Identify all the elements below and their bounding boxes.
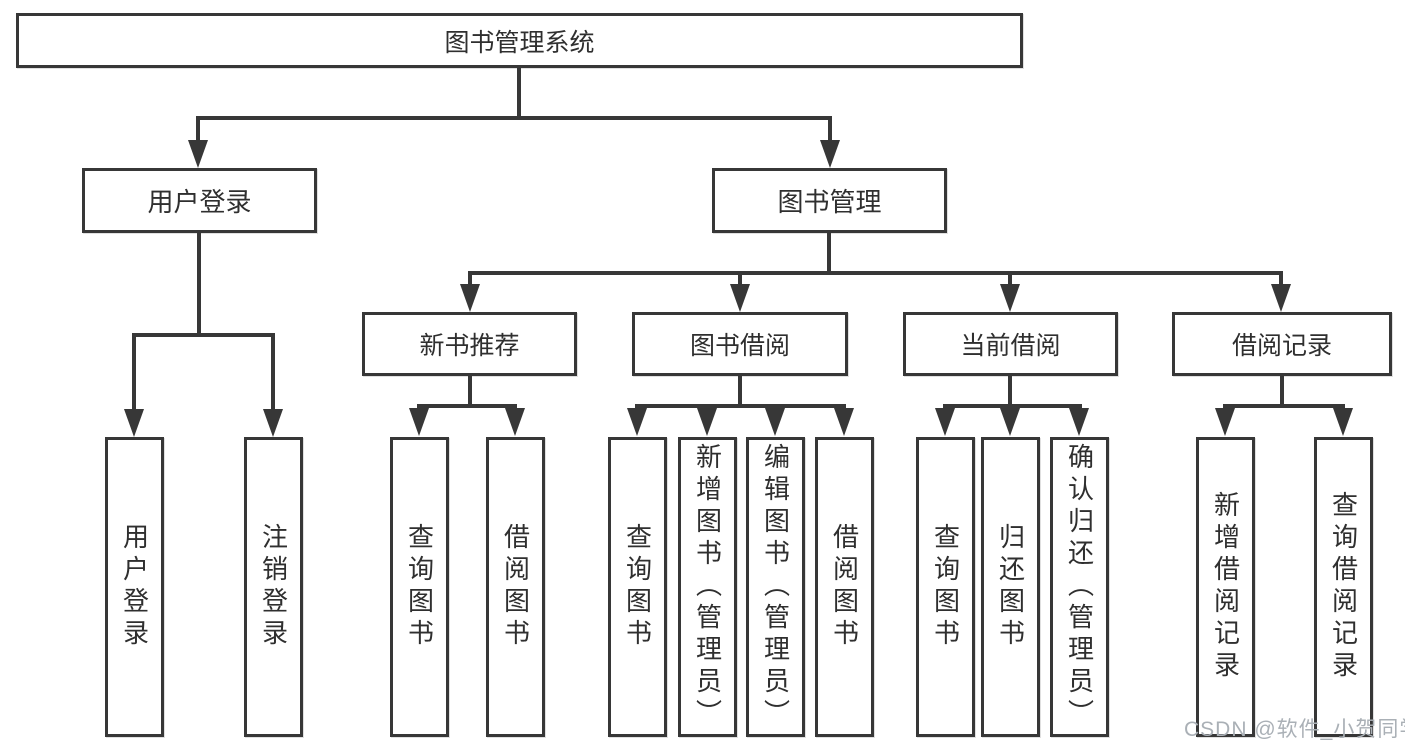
node-label: 图书管理 [777,187,882,217]
connector-arrow [730,284,750,312]
connector-line [943,404,1082,408]
connector-line [132,337,136,411]
node-label: 查询图书 [930,523,961,651]
connector-arrow [1069,408,1089,436]
node-label: 图书借阅 [689,332,790,360]
leaf-add-borrow-record: 新增借阅记录 [1196,437,1255,737]
connector-arrow [1215,408,1235,436]
node-new-book-recommend: 新书推荐 [362,312,577,376]
connector-arrow [935,408,955,436]
leaf-query-books-borrowing: 查询图书 [608,437,667,737]
connector-line [417,404,517,408]
leaf-logout: 注销登录 [244,437,303,737]
connector-line [738,275,742,287]
node-borrowing-records: 借阅记录 [1172,312,1392,376]
connector-line [1279,275,1283,287]
node-label: 用户登录 [147,187,252,217]
connector-arrow [188,140,208,168]
connector-line [196,120,200,144]
node-label: 图书管理系统 [444,28,595,57]
node-label: 查询图书 [622,523,653,651]
connector-line [1008,376,1012,406]
connector-line [197,233,201,337]
leaf-add-book-admin: 新增图书（管理员） [678,437,737,737]
node-label: 借阅图书 [829,523,860,651]
leaf-edit-book-admin: 编辑图书（管理员） [746,437,805,737]
node-label: 新增图书（管理员） [692,443,723,731]
node-label: 编辑图书（管理员） [760,443,791,731]
connector-line [517,68,521,118]
connector-arrow [1271,284,1291,312]
connector-line [132,333,275,337]
connector-arrow [820,140,840,168]
leaf-query-books-current: 查询图书 [916,437,975,737]
connector-arrow [1000,284,1020,312]
leaf-query-books-recommend: 查询图书 [390,437,449,737]
leaf-borrow-books-recommend: 借阅图书 [486,437,545,737]
node-label: 新书推荐 [419,332,520,360]
node-label: 查询借阅记录 [1328,491,1359,683]
leaf-query-borrow-record: 查询借阅记录 [1314,437,1373,737]
node-current-borrowing: 当前借阅 [903,312,1118,376]
connector-line [828,120,832,144]
leaf-borrow-books: 借阅图书 [815,437,874,737]
node-label: 归还图书 [995,523,1026,651]
node-label: 用户登录 [119,523,150,651]
node-book-management: 图书管理 [712,168,947,233]
connector-line [827,233,831,275]
node-label: 借阅图书 [500,523,531,651]
connector-line [1008,275,1012,287]
connector-line [468,376,472,406]
connector-arrow [409,408,429,436]
node-label: 新增借阅记录 [1210,491,1241,683]
node-label: 查询图书 [404,523,435,651]
leaf-confirm-return-admin: 确认归还（管理员） [1050,437,1109,737]
node-label: 注销登录 [258,523,289,651]
leaf-user-login: 用户登录 [105,437,164,737]
connector-arrow [697,408,717,436]
csdn-watermark: CSDN @软件_小贺同学 [1184,718,1405,741]
connector-line [738,376,742,406]
connector-line [468,271,1283,275]
connector-arrow [124,409,144,437]
connector-line [1223,404,1345,408]
connector-arrow [627,408,647,436]
node-label: 确认归还（管理员） [1064,443,1095,731]
connector-arrow [263,409,283,437]
connector-arrow [765,408,785,436]
node-label: 借阅记录 [1231,332,1332,360]
connector-line [271,337,275,411]
connector-arrow [1000,408,1020,436]
connector-arrow [834,408,854,436]
connector-arrow [1333,408,1353,436]
connector-line [635,404,846,408]
node-library-system: 图书管理系统 [16,13,1023,68]
node-user-login: 用户登录 [82,168,317,233]
connector-line [468,275,472,287]
node-book-borrowing: 图书借阅 [632,312,848,376]
connector-arrow [505,408,525,436]
node-label: 当前借阅 [960,332,1061,360]
connector-line [1280,376,1284,406]
connector-arrow [460,284,480,312]
leaf-return-books: 归还图书 [981,437,1040,737]
connector-line [196,116,832,120]
